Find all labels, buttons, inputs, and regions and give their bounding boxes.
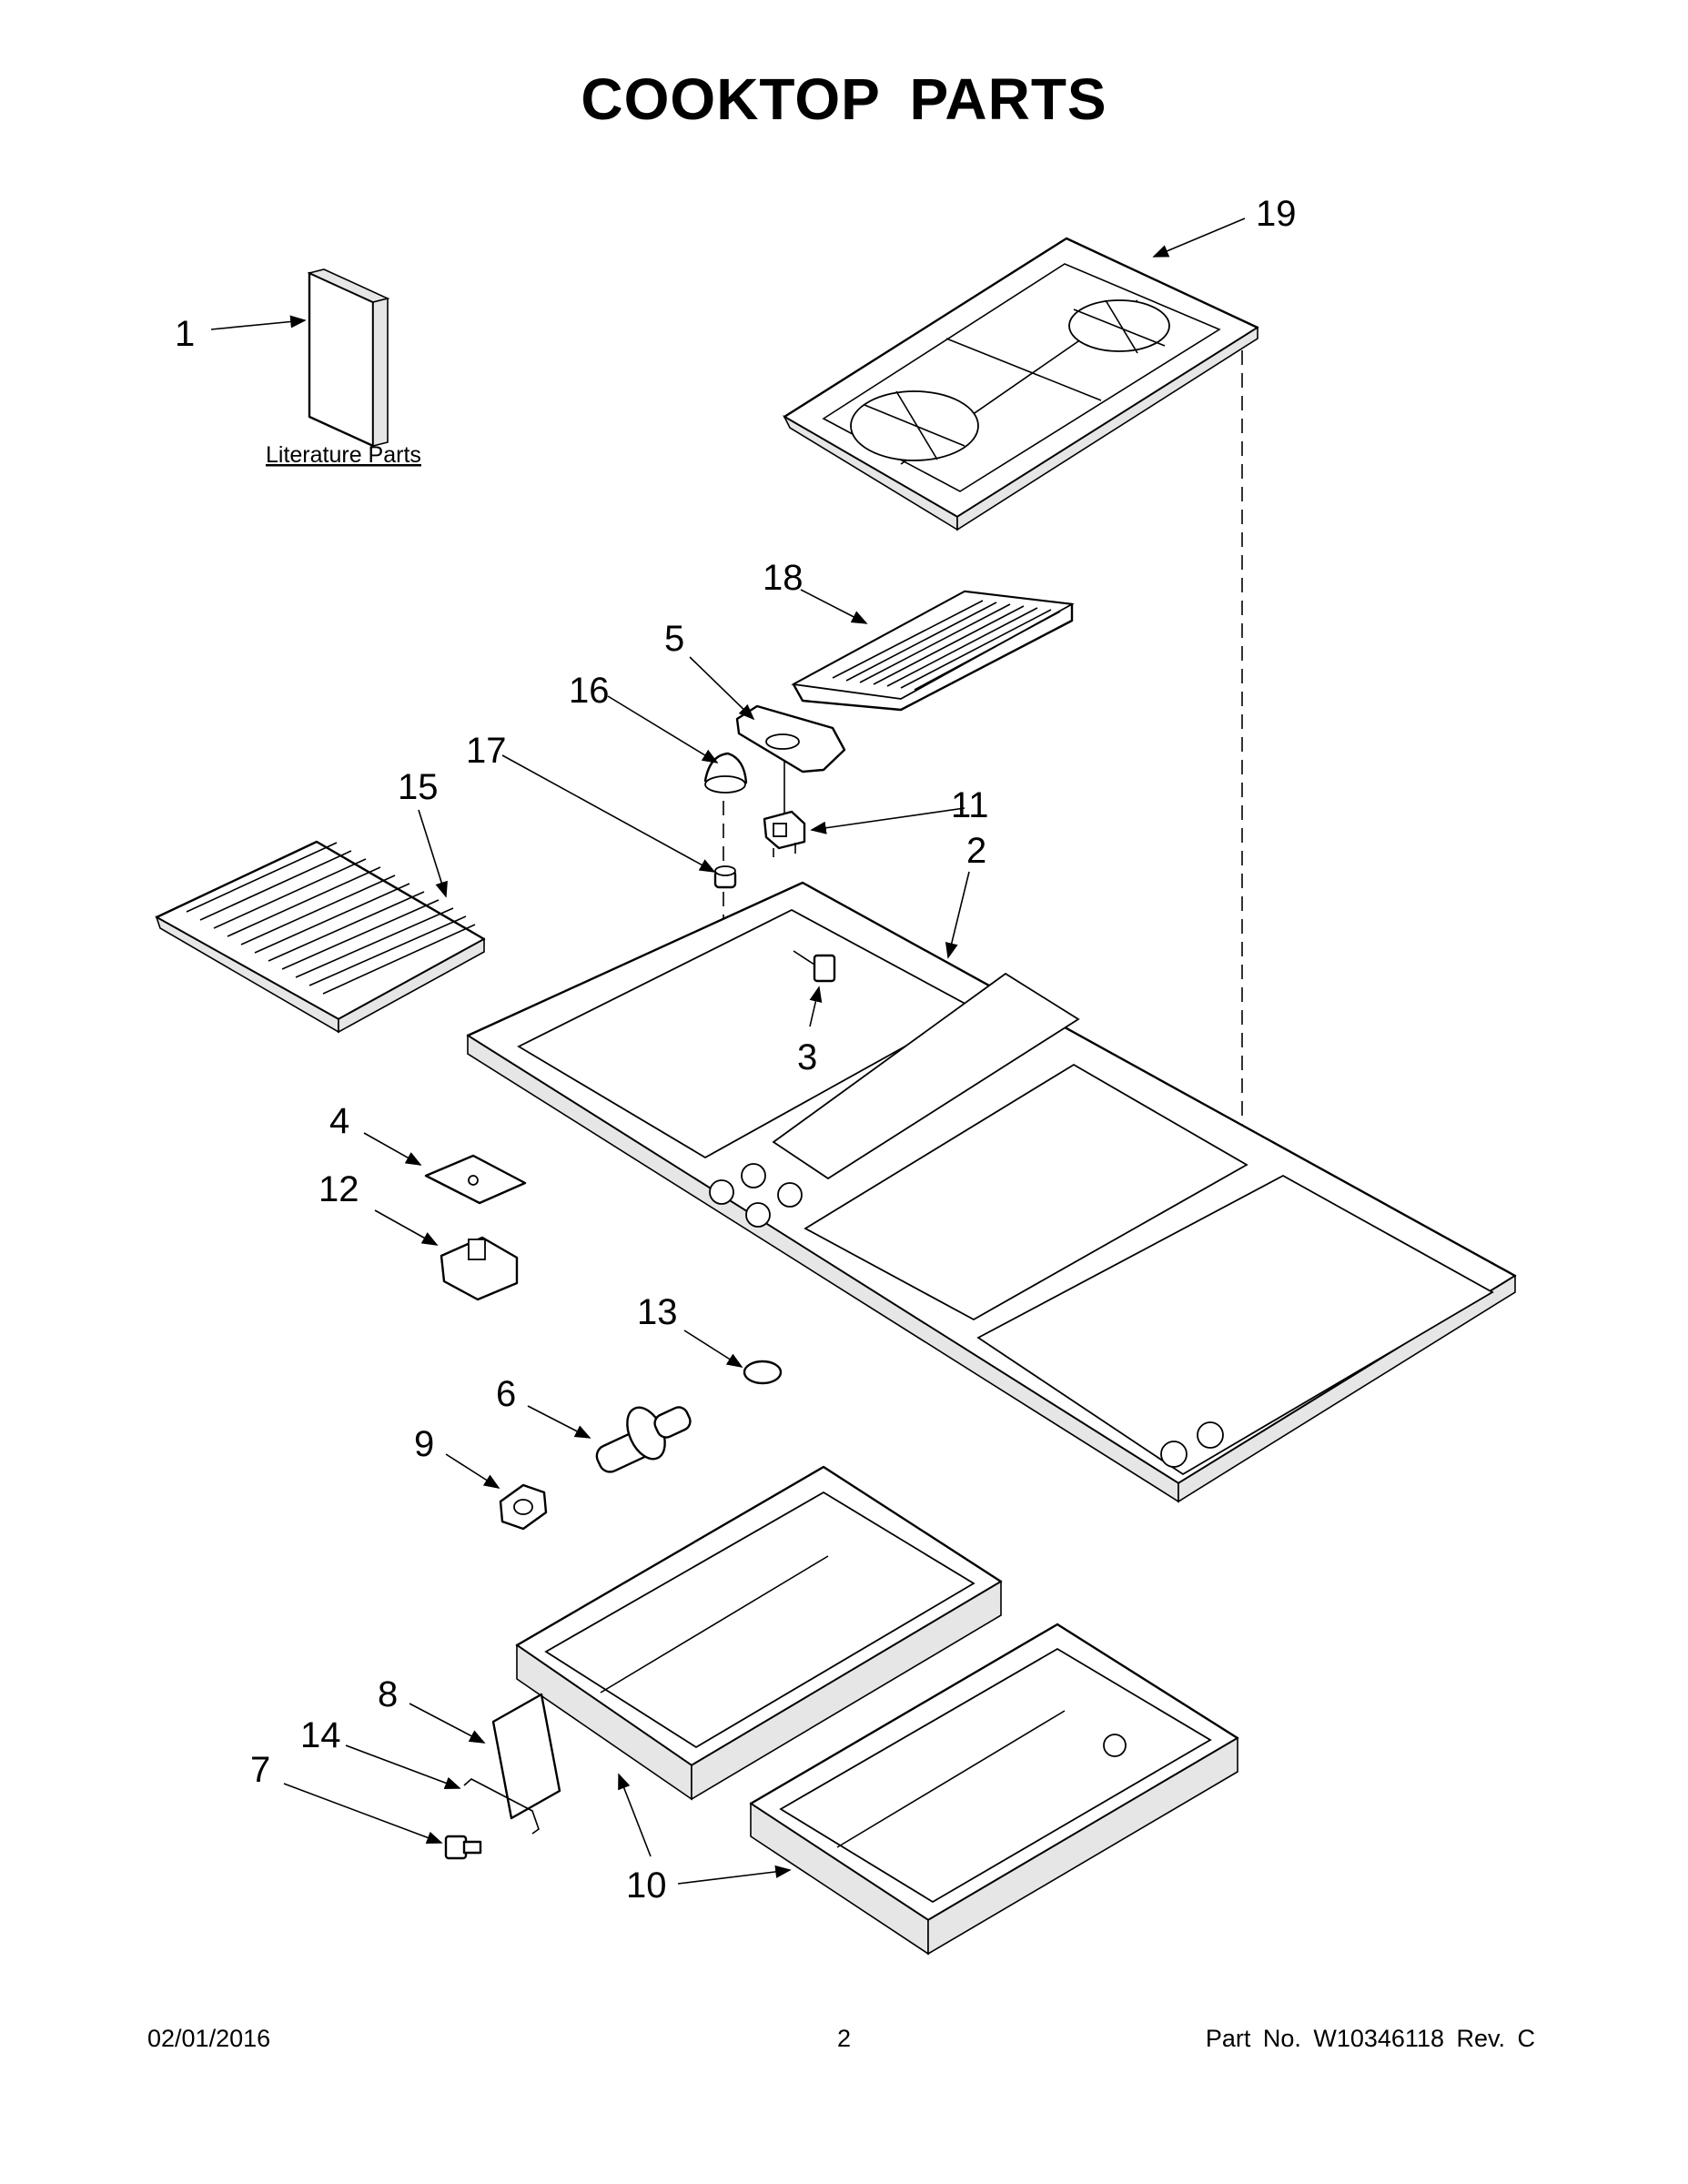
leader-17	[501, 754, 716, 873]
leader-16	[607, 695, 719, 763]
leader-3	[809, 986, 823, 1027]
callout-18: 18	[763, 558, 804, 598]
callout-15: 15	[398, 767, 439, 807]
leader-15	[418, 809, 448, 898]
callout-8: 8	[378, 1674, 398, 1714]
burner-grate	[783, 237, 1259, 531]
callout-5: 5	[664, 619, 684, 659]
leader-10b	[677, 1865, 792, 1885]
burner-valve-stem	[595, 1406, 692, 1473]
callout-6: 6	[496, 1374, 516, 1414]
leader-8	[409, 1703, 486, 1744]
screw	[793, 950, 836, 983]
leader-1	[210, 315, 307, 330]
callout-13: 13	[637, 1292, 678, 1332]
callout-3: 3	[797, 1037, 817, 1077]
leader-18	[800, 589, 868, 624]
hex-nut	[499, 1483, 548, 1531]
infinite-switch	[440, 1236, 519, 1301]
grommet	[713, 865, 737, 889]
page-title: COOKTOP PARTS	[581, 66, 1107, 132]
leader-2	[945, 871, 970, 959]
cooktop-main-top	[466, 881, 1517, 1503]
footer-part-number: Part No. W10346118 Rev. C	[1205, 2025, 1535, 2052]
leader-14	[345, 1744, 461, 1790]
callout-17: 17	[466, 731, 507, 771]
literature-parts-label: Literature Parts	[266, 442, 421, 468]
leader-13	[683, 1330, 743, 1368]
callout-4: 4	[329, 1101, 349, 1141]
callout-1: 1	[175, 314, 195, 354]
mounting-clip	[463, 1778, 540, 1835]
leader-12	[374, 1209, 439, 1246]
mounting-screw	[444, 1835, 482, 1860]
switch-bezel	[735, 704, 846, 774]
bracket-plate	[491, 1693, 561, 1820]
leader-9	[445, 1453, 500, 1489]
callout-14: 14	[300, 1715, 341, 1755]
leader-10a	[618, 1773, 652, 1857]
callout-11: 11	[951, 785, 989, 825]
leader-4	[363, 1132, 422, 1166]
footer-page-number: 2	[836, 2025, 852, 2052]
downdraft-vent-grille	[791, 590, 1075, 712]
callout-10: 10	[626, 1866, 667, 1906]
leader-6	[527, 1405, 591, 1439]
callout-9: 9	[414, 1424, 434, 1464]
leader-5	[689, 656, 755, 721]
callout-19: 19	[1256, 194, 1297, 234]
literature-parts-booklet	[307, 268, 390, 448]
grill-grate	[155, 840, 486, 1034]
leader-7	[283, 1783, 443, 1845]
rocker-switch	[763, 810, 806, 857]
burner-knob	[743, 1360, 783, 1385]
footer-date: 02/01/2016	[147, 2025, 271, 2052]
leader-19	[1152, 217, 1246, 258]
leader-11	[810, 807, 965, 834]
callout-7: 7	[250, 1750, 270, 1790]
burner-box-lower	[749, 1623, 1239, 1956]
callout-16: 16	[569, 671, 610, 711]
callout-2: 2	[966, 831, 986, 871]
burner-box-upper	[515, 1465, 1003, 1801]
callout-12: 12	[318, 1169, 359, 1209]
